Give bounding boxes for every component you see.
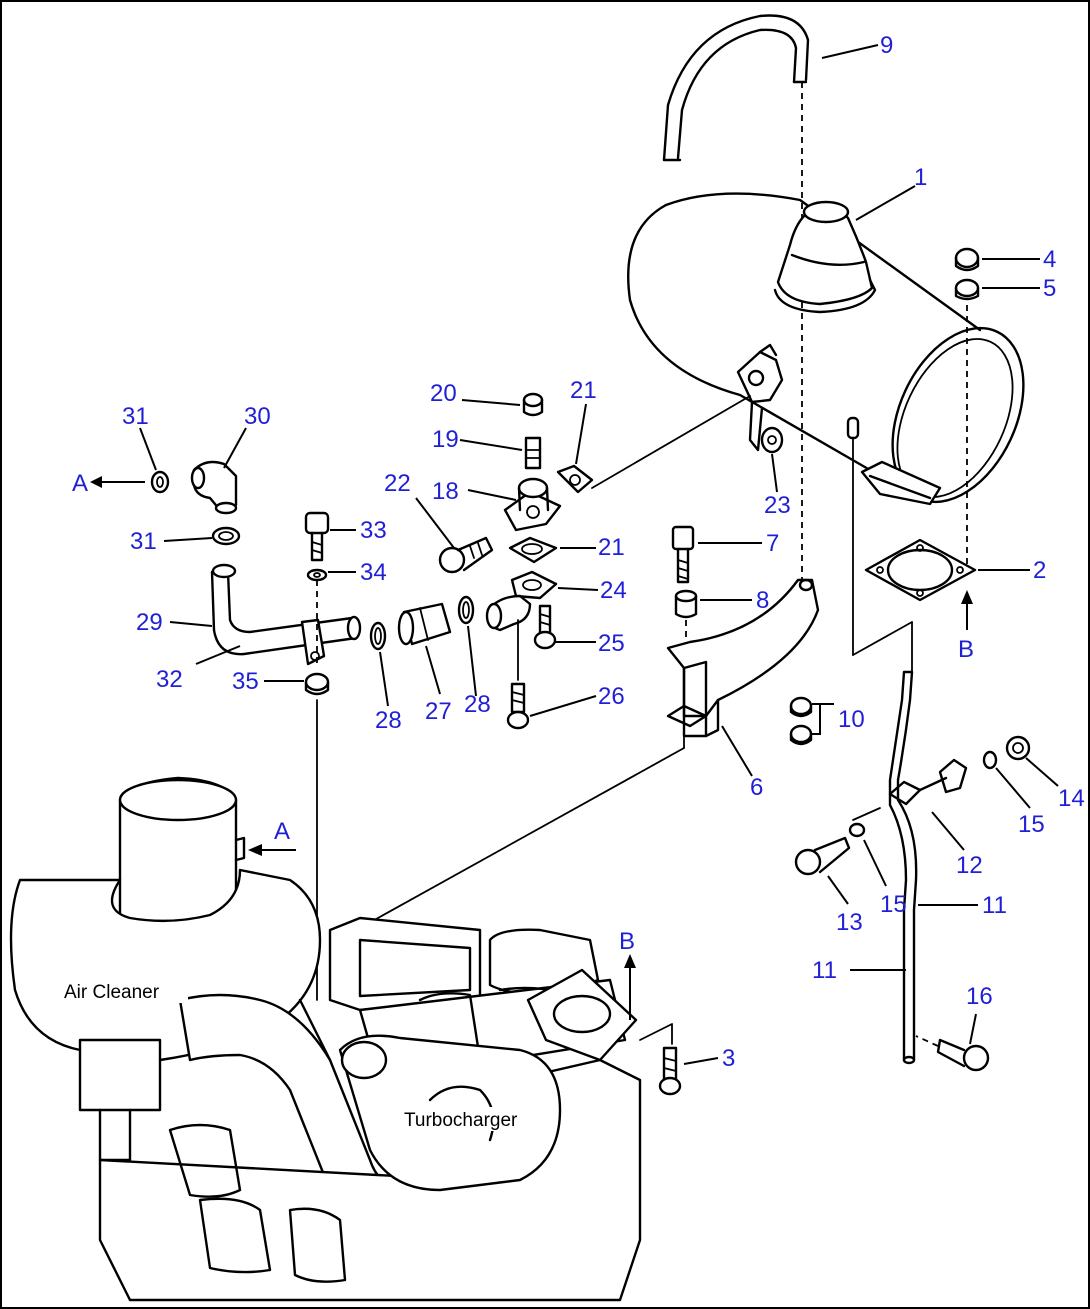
callout-5: 5: [1043, 275, 1056, 302]
part-28-clamp-left: [369, 621, 387, 651]
part-16-bolt: [915, 1035, 990, 1072]
callout-31-lower: 31: [130, 528, 157, 555]
part-22-bolt: [438, 536, 494, 574]
part-12-clip: [888, 758, 968, 806]
part-8-spacer: [674, 589, 698, 619]
part-24-elbow: [485, 570, 558, 681]
part-19-nipple: [524, 436, 542, 470]
part-32-clamp: [300, 618, 326, 666]
callout-35: 35: [232, 668, 259, 695]
part-27-hose: [397, 602, 452, 646]
part-9-strap: [662, 14, 810, 580]
turbocharger-label: Turbocharger: [404, 1110, 518, 1131]
arrow-a-upper: [90, 476, 145, 488]
callout-21-lower: 21: [598, 534, 625, 561]
callout-18: 18: [432, 478, 459, 505]
part-20-plug: [522, 392, 544, 417]
arrow-b-upper: [961, 590, 973, 630]
callout-15-left: 15: [880, 891, 907, 918]
view-b-label-upper: B: [958, 636, 974, 663]
callout-20: 20: [430, 380, 457, 407]
callout-33: 33: [360, 517, 387, 544]
callout-2: 2: [1033, 557, 1046, 584]
engine-assembly: [9, 776, 673, 1302]
part-33-bolt: [304, 511, 330, 562]
part-21-gasket-lower: [508, 536, 558, 564]
callout-27: 27: [425, 698, 452, 725]
callout-1: 1: [914, 164, 927, 191]
callout-28-right: 28: [464, 691, 491, 718]
part-6-bracket: [359, 578, 820, 929]
view-a-label-engine: A: [274, 818, 290, 845]
part-18-flange: [503, 477, 562, 532]
part-26-bolt: [506, 682, 530, 730]
callout-30: 30: [244, 403, 271, 430]
callout-15-right: 15: [1018, 811, 1045, 838]
part-7-bolt: [671, 525, 695, 584]
part-4-nut: [954, 247, 980, 272]
callout-34: 34: [360, 559, 387, 586]
callout-19: 19: [432, 426, 459, 453]
callout-11-upper: 11: [982, 892, 1007, 919]
callout-13: 13: [836, 909, 863, 936]
part-15-washer-lower: [848, 822, 866, 838]
part-28-clamp-right: [457, 595, 475, 625]
callout-29: 29: [136, 609, 163, 636]
leader-lines: [139, 44, 1059, 1065]
callout-26: 26: [598, 683, 625, 710]
callout-32: 32: [156, 666, 183, 693]
callout-7: 7: [766, 530, 779, 557]
callout-3: 3: [722, 1045, 735, 1072]
callout-12: 12: [956, 852, 983, 879]
callout-28-left: 28: [375, 707, 402, 734]
callout-8: 8: [756, 587, 769, 614]
part-30-elbow: [190, 460, 238, 515]
callout-21-upper: 21: [570, 377, 597, 404]
air-cleaner-label: Air Cleaner: [64, 982, 160, 1003]
callout-4: 4: [1043, 246, 1056, 273]
part-35-nut: [304, 672, 330, 696]
callout-22: 22: [384, 470, 411, 497]
view-b-label-engine: B: [619, 928, 635, 955]
callout-23: 23: [764, 492, 791, 519]
part-25-bolt: [533, 604, 557, 650]
callout-9: 9: [880, 32, 893, 59]
callout-31-upper: 31: [122, 403, 149, 430]
view-a-label-upper: A: [72, 470, 88, 497]
part-13-bolt: [794, 807, 881, 876]
part-11-pipe: [888, 670, 918, 1065]
part-1-muffler: [627, 192, 1025, 673]
part-31-clamp-lower: [211, 526, 241, 546]
part-23-nut: [760, 426, 784, 454]
part-10-nuts: [789, 696, 813, 746]
part-3-bolt: [658, 1046, 682, 1096]
callout-24: 24: [600, 577, 627, 604]
callout-14: 14: [1058, 785, 1085, 812]
callout-25: 25: [598, 630, 625, 657]
callout-11-lower: 11: [812, 957, 837, 984]
part-2-gasket: [864, 538, 977, 602]
part-5-washer: [954, 278, 980, 301]
callout-16: 16: [966, 983, 993, 1010]
callout-6: 6: [750, 774, 763, 801]
part-34-washer: [306, 568, 328, 582]
part-31-clamp-upper: [150, 470, 170, 494]
callout-10: 10: [838, 706, 865, 733]
part-15-washer-upper: [982, 750, 998, 770]
part-14-nut: [1005, 735, 1031, 761]
part-21-gasket-upper: [556, 395, 751, 494]
